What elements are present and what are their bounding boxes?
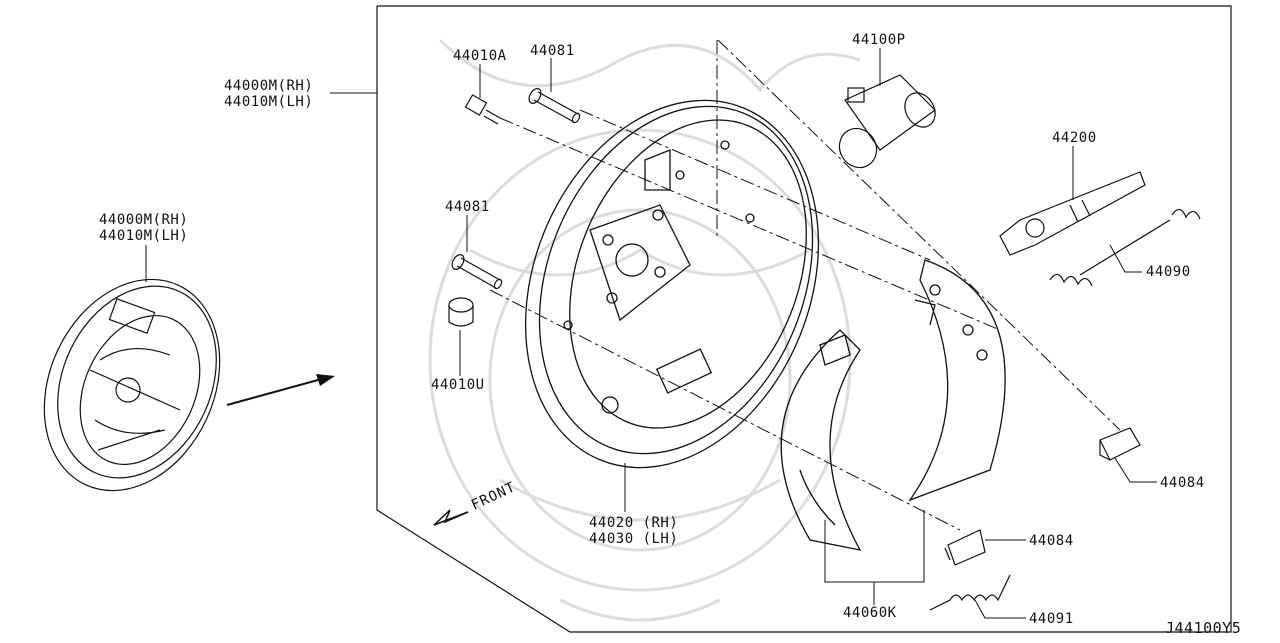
part-label-44084-bottom: 44084 (1029, 533, 1074, 549)
part-label-44081-top: 44081 (530, 43, 575, 59)
adjuster-44200 (999, 171, 1146, 256)
part-label-44060K: 44060K (843, 605, 897, 621)
front-label: FRONT (469, 479, 518, 513)
part-label-44020: 44020 (RH) (589, 515, 679, 531)
part-label-44010U: 44010U (431, 377, 485, 393)
clip-44084-right (1099, 427, 1141, 461)
watermark-logo (428, 38, 861, 622)
assembly-arrow (226, 374, 335, 406)
front-arrow-icon (433, 509, 469, 526)
brake-shoe-right (908, 259, 1006, 502)
part-label-44084-right: 44084 (1160, 475, 1205, 491)
part-label-44010A: 44010A (453, 48, 507, 64)
main-panel-border (376, 5, 1232, 633)
plug-44010U (448, 297, 474, 327)
wheel-cylinder-44100P (838, 74, 936, 169)
assembly-label-rh-left: 44000M(RH) (99, 212, 189, 228)
brake-assembly-illustration (43, 278, 221, 492)
assembly-label-rh: 44000M(RH) (224, 78, 314, 94)
part-label-44090: 44090 (1146, 264, 1191, 280)
part-label-44030: 44030 (LH) (589, 531, 679, 547)
part-label-44091: 44091 (1029, 611, 1074, 627)
assembly-label-lh-left: 44010M(LH) (99, 228, 189, 244)
assembly-label-lh: 44010M(LH) (224, 94, 314, 110)
part-label-backing-plate: 44020 (RH) 44030 (LH) (589, 515, 678, 547)
brake-shoe-left (780, 329, 862, 551)
part-label-44100P: 44100P (852, 32, 906, 48)
diagram-id: J44100Y5 (1165, 619, 1242, 637)
clip-44084-bottom (944, 529, 986, 566)
axis-lines (489, 39, 1121, 531)
backing-plate (524, 99, 820, 469)
assembly-label-left: 44000M(RH) 44010M(LH) (99, 212, 188, 244)
pin-44081-mid (451, 254, 503, 290)
spring-44090 (1049, 208, 1201, 287)
bolt-44010A (464, 94, 501, 125)
part-label-44081-mid: 44081 (445, 199, 490, 215)
spring-44091 (929, 574, 1011, 611)
pin-44081-top (528, 88, 581, 124)
part-label-44200: 44200 (1052, 130, 1097, 146)
assembly-label-panel: 44000M(RH) 44010M(LH) (224, 78, 313, 110)
